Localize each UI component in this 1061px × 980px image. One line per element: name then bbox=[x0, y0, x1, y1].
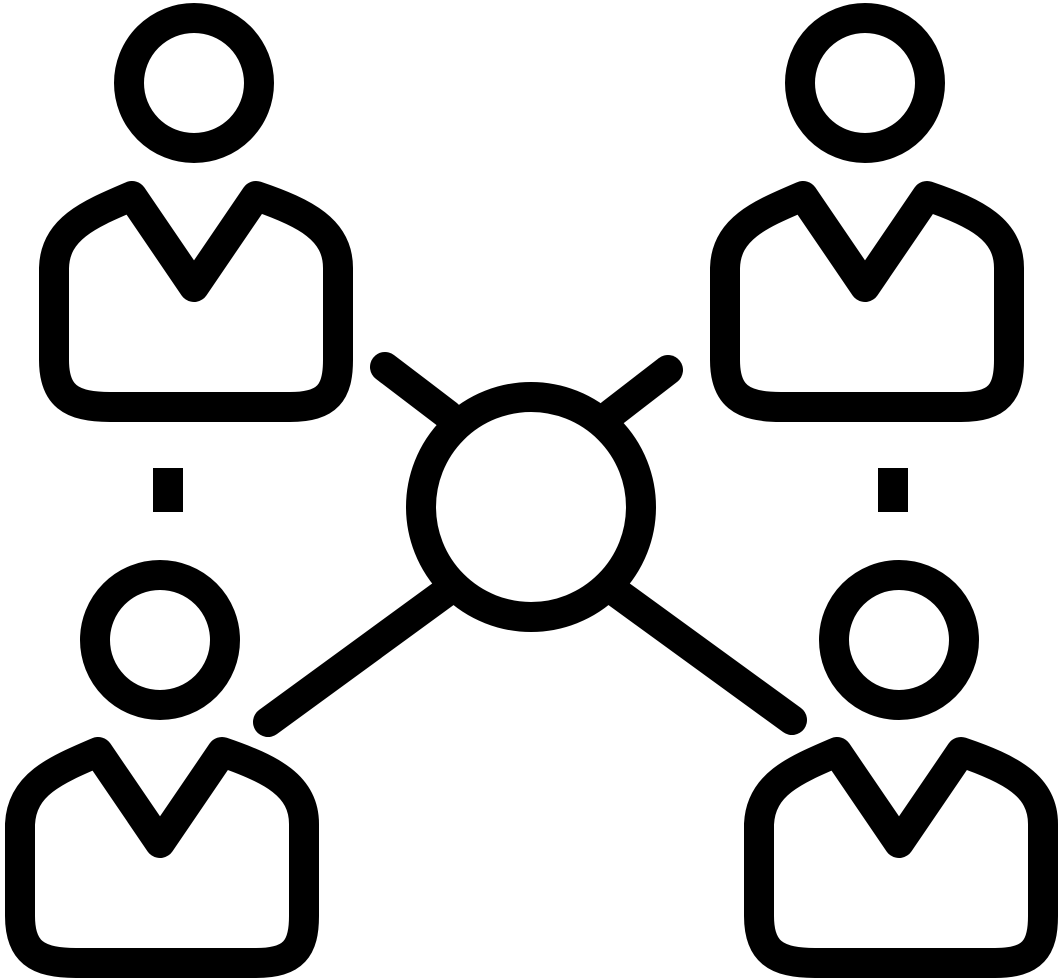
spoke-top-left bbox=[370, 352, 463, 430]
person-head bbox=[114, 3, 274, 163]
person-body bbox=[39, 181, 353, 422]
person-head bbox=[819, 560, 979, 720]
person-bottom-left-icon bbox=[5, 560, 319, 978]
person-head bbox=[785, 3, 945, 163]
person-body bbox=[744, 737, 1058, 978]
person-head bbox=[80, 560, 240, 720]
person-top-left-icon bbox=[39, 3, 353, 422]
spoke-bottom-left bbox=[253, 577, 461, 737]
person-bottom-right-icon bbox=[744, 560, 1058, 978]
hub-circle-icon bbox=[406, 382, 656, 632]
spoke-bottom-right bbox=[601, 577, 807, 735]
person-body bbox=[710, 181, 1024, 422]
person-top-right-icon bbox=[710, 3, 1024, 422]
person-body bbox=[5, 737, 319, 978]
spoke-top-right bbox=[596, 355, 683, 429]
